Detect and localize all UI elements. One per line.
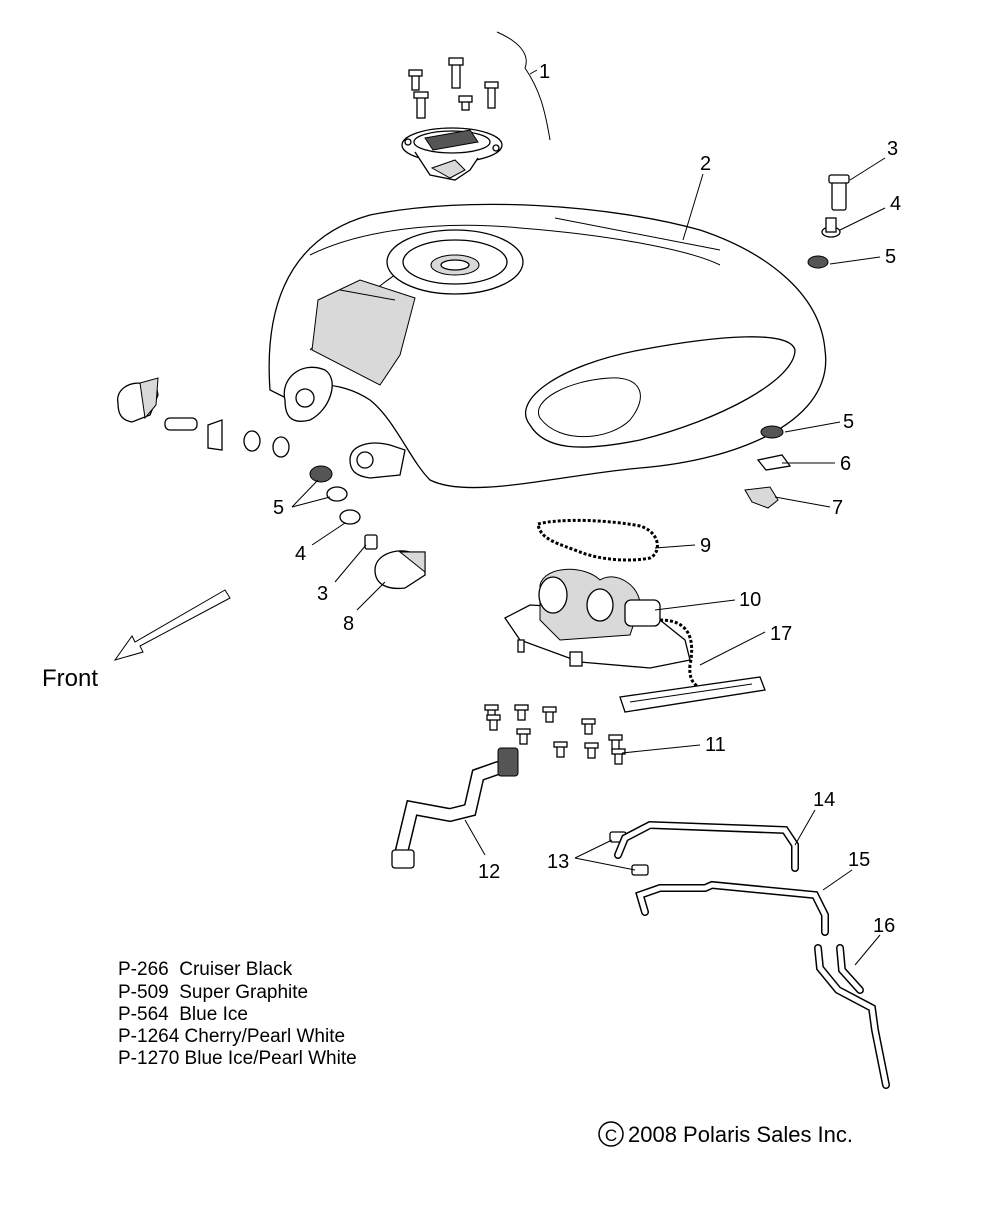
callout-12: 12 — [478, 861, 500, 883]
callout-1: 1 — [539, 61, 550, 83]
callout-5: 5 — [885, 246, 896, 268]
fuel-hose-assembly — [391, 747, 519, 869]
callout-5: 5 — [273, 497, 284, 519]
copyright-notice: C 2008 Polaris Sales Inc. — [598, 1121, 853, 1147]
copyright-text: 2008 Polaris Sales Inc. — [628, 1122, 853, 1147]
callout-4: 4 — [295, 543, 306, 565]
callout-4: 4 — [890, 193, 901, 215]
color-code-line: P-1264 Cherry/Pearl White — [118, 1026, 345, 1047]
copyright-circle-icon — [598, 1121, 624, 1147]
callout-9: 9 — [700, 535, 711, 557]
leader-lines — [291, 69, 886, 966]
y-vent-hose — [814, 944, 890, 1089]
front-direction-arrow — [113, 589, 231, 661]
tank-front-mount-hardware — [117, 377, 426, 590]
color-code-line: P-509 Super Graphite — [118, 982, 308, 1003]
tank-rear-bolt-stack — [807, 174, 850, 269]
fuel-pump-assembly — [504, 568, 766, 713]
callout-3: 3 — [887, 138, 898, 160]
callout-16: 16 — [873, 915, 895, 937]
callout-15: 15 — [848, 849, 870, 871]
callout-3: 3 — [317, 583, 328, 605]
callout-6: 6 — [840, 453, 851, 475]
callout-7: 7 — [832, 497, 843, 519]
callout-11: 11 — [705, 734, 726, 756]
fuel-tank — [268, 203, 827, 489]
callout-17: 17 — [770, 623, 792, 645]
fuel-cap-assembly — [401, 31, 551, 181]
fuel-pump-screws — [484, 704, 626, 765]
callout-13: 13 — [547, 851, 569, 873]
front-label: Front — [42, 665, 98, 692]
callout-numbers: 1 2 3 4 5 5 6 7 5 4 3 8 9 10 17 11 12 13… — [273, 61, 901, 937]
vent-lines — [609, 820, 829, 936]
color-code-line: P-564 Blue Ice — [118, 1004, 248, 1025]
copyright-symbol: C — [605, 1126, 617, 1145]
callout-14: 14 — [813, 789, 835, 811]
callout-2: 2 — [700, 153, 711, 175]
callout-8: 8 — [343, 613, 354, 635]
callout-5: 5 — [843, 411, 854, 433]
tank-side-mount-hardware — [744, 425, 792, 509]
color-code-line: P-266 Cruiser Black — [118, 959, 293, 980]
color-code-legend: P-266 Cruiser Black P-509 Super Graphite… — [118, 959, 357, 1069]
color-code-line: P-1270 Blue Ice/Pearl White — [118, 1048, 357, 1069]
callout-10: 10 — [739, 589, 761, 611]
fuel-pump-gasket — [536, 518, 659, 562]
